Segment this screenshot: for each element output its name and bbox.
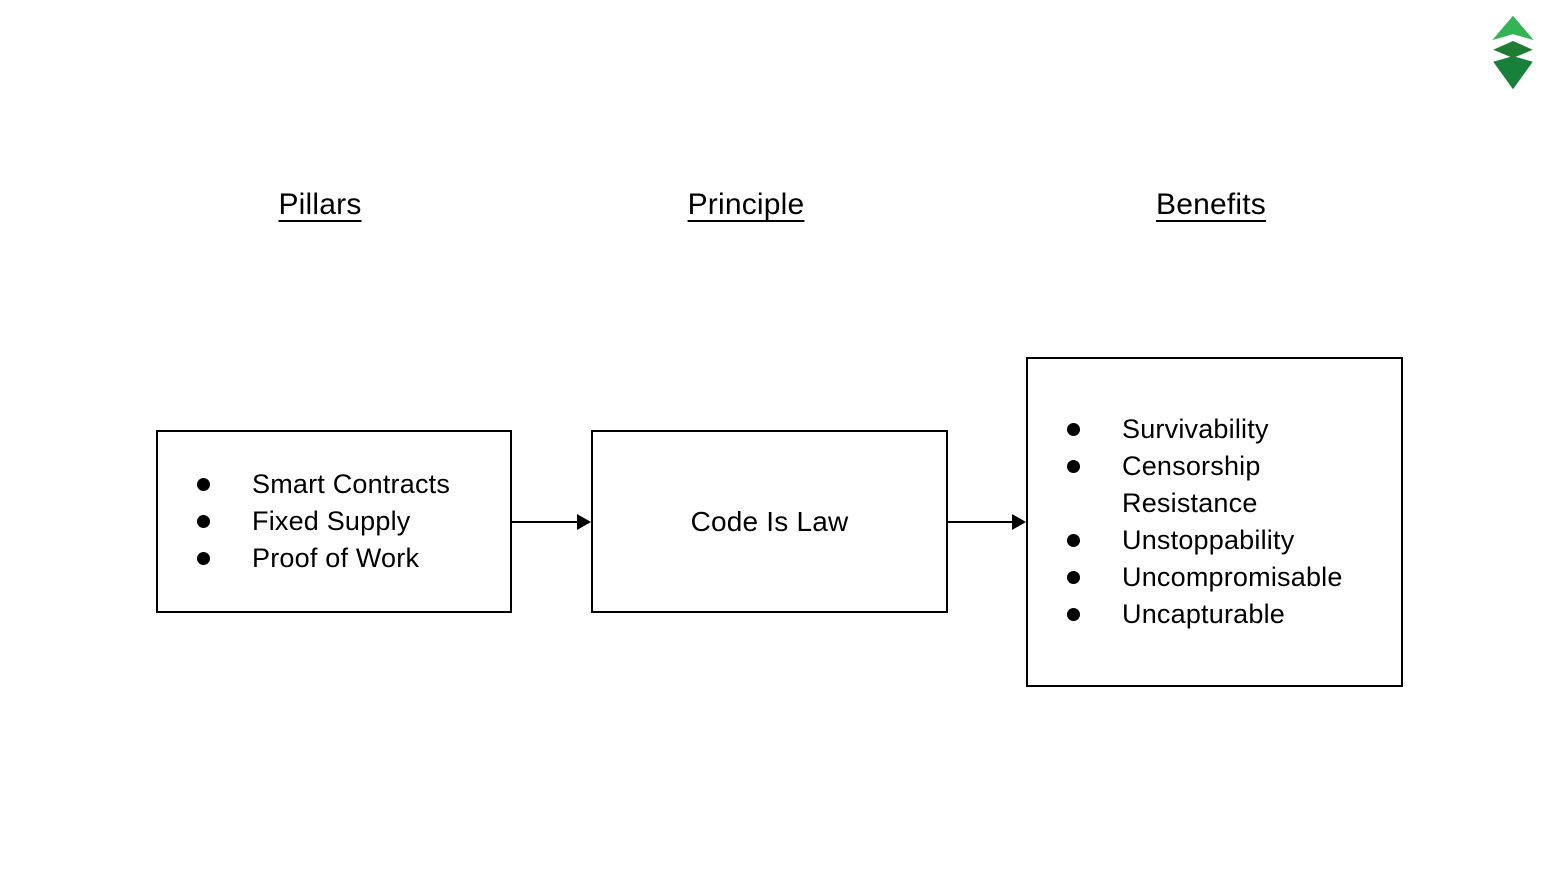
list-item: Uncompromisable <box>1028 559 1401 596</box>
bullet-dot <box>197 552 210 565</box>
bullet-dot <box>1067 534 1080 547</box>
ethereum-classic-logo <box>1492 15 1534 90</box>
arrow-head-icon <box>577 514 591 530</box>
arrow-head-icon <box>1012 514 1026 530</box>
logo-top-triangle <box>1492 15 1534 41</box>
list-item: Unstoppability <box>1028 522 1401 559</box>
list-item: Proof of Work <box>158 540 510 577</box>
arrow-pillars-to-principle <box>512 521 579 523</box>
list-item-text: Unstoppability <box>1122 525 1295 555</box>
list-item: Smart Contracts <box>158 466 510 503</box>
list-item: Survivability <box>1028 411 1401 448</box>
pillars-list: Smart Contracts Fixed Supply Proof of Wo… <box>158 466 510 577</box>
bullet-dot <box>1067 460 1080 473</box>
list-item: Uncapturable <box>1028 596 1401 633</box>
bullet-dot <box>1067 608 1080 621</box>
logo-bottom-triangle <box>1493 56 1533 90</box>
arrow-principle-to-benefits <box>948 521 1014 523</box>
column-header-principle: Principle <box>687 188 805 221</box>
bullet-dot <box>197 515 210 528</box>
list-item-text: Censorship Resistance <box>1122 451 1261 518</box>
benefits-box: Survivability Censorship Resistance Unst… <box>1026 357 1403 687</box>
list-item-text: Proof of Work <box>252 543 420 573</box>
list-item-text: Uncapturable <box>1122 599 1286 629</box>
column-header-pillars: Pillars <box>278 188 362 221</box>
column-header-benefits: Benefits <box>1156 188 1266 221</box>
bullet-dot <box>1067 571 1080 584</box>
principle-box: Code Is Law <box>591 430 948 613</box>
logo-middle-diamond <box>1493 41 1533 59</box>
list-item-text: Uncompromisable <box>1122 562 1343 592</box>
list-item: Fixed Supply <box>158 503 510 540</box>
benefits-list: Survivability Censorship Resistance Unst… <box>1028 411 1401 633</box>
pillars-box: Smart Contracts Fixed Supply Proof of Wo… <box>156 430 512 613</box>
list-item-text: Fixed Supply <box>252 506 411 536</box>
bullet-dot <box>197 478 210 491</box>
list-item-text: Smart Contracts <box>252 469 451 499</box>
bullet-dot <box>1067 423 1080 436</box>
list-item-text: Survivability <box>1122 414 1269 444</box>
principle-label: Code Is Law <box>690 505 849 537</box>
list-item: Censorship Resistance <box>1028 448 1401 522</box>
